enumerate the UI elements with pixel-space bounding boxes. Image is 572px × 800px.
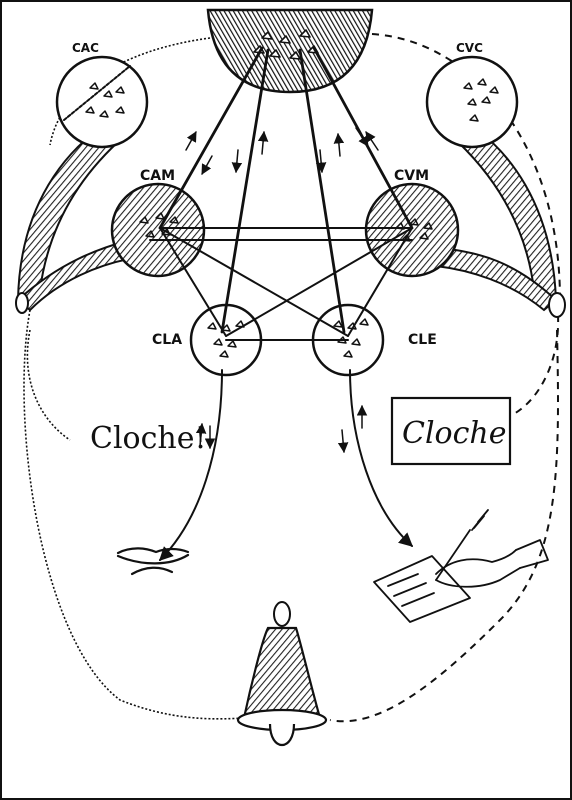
written-word-box: Cloche [392, 398, 510, 464]
cvm-center [366, 184, 458, 276]
label-cle: CLE [408, 332, 437, 348]
cvc-center [427, 57, 517, 147]
label-cvc: CVC [456, 41, 483, 55]
cac-center [57, 57, 147, 147]
label-cam: CAM [140, 168, 175, 184]
written-word: Cloche [402, 416, 507, 451]
spoken-word: Cloche! [90, 421, 207, 456]
cam-center [112, 184, 204, 276]
label-cac: CAC [72, 41, 99, 55]
label-cvm: CVM [394, 168, 429, 184]
label-cla: CLA [152, 332, 182, 348]
